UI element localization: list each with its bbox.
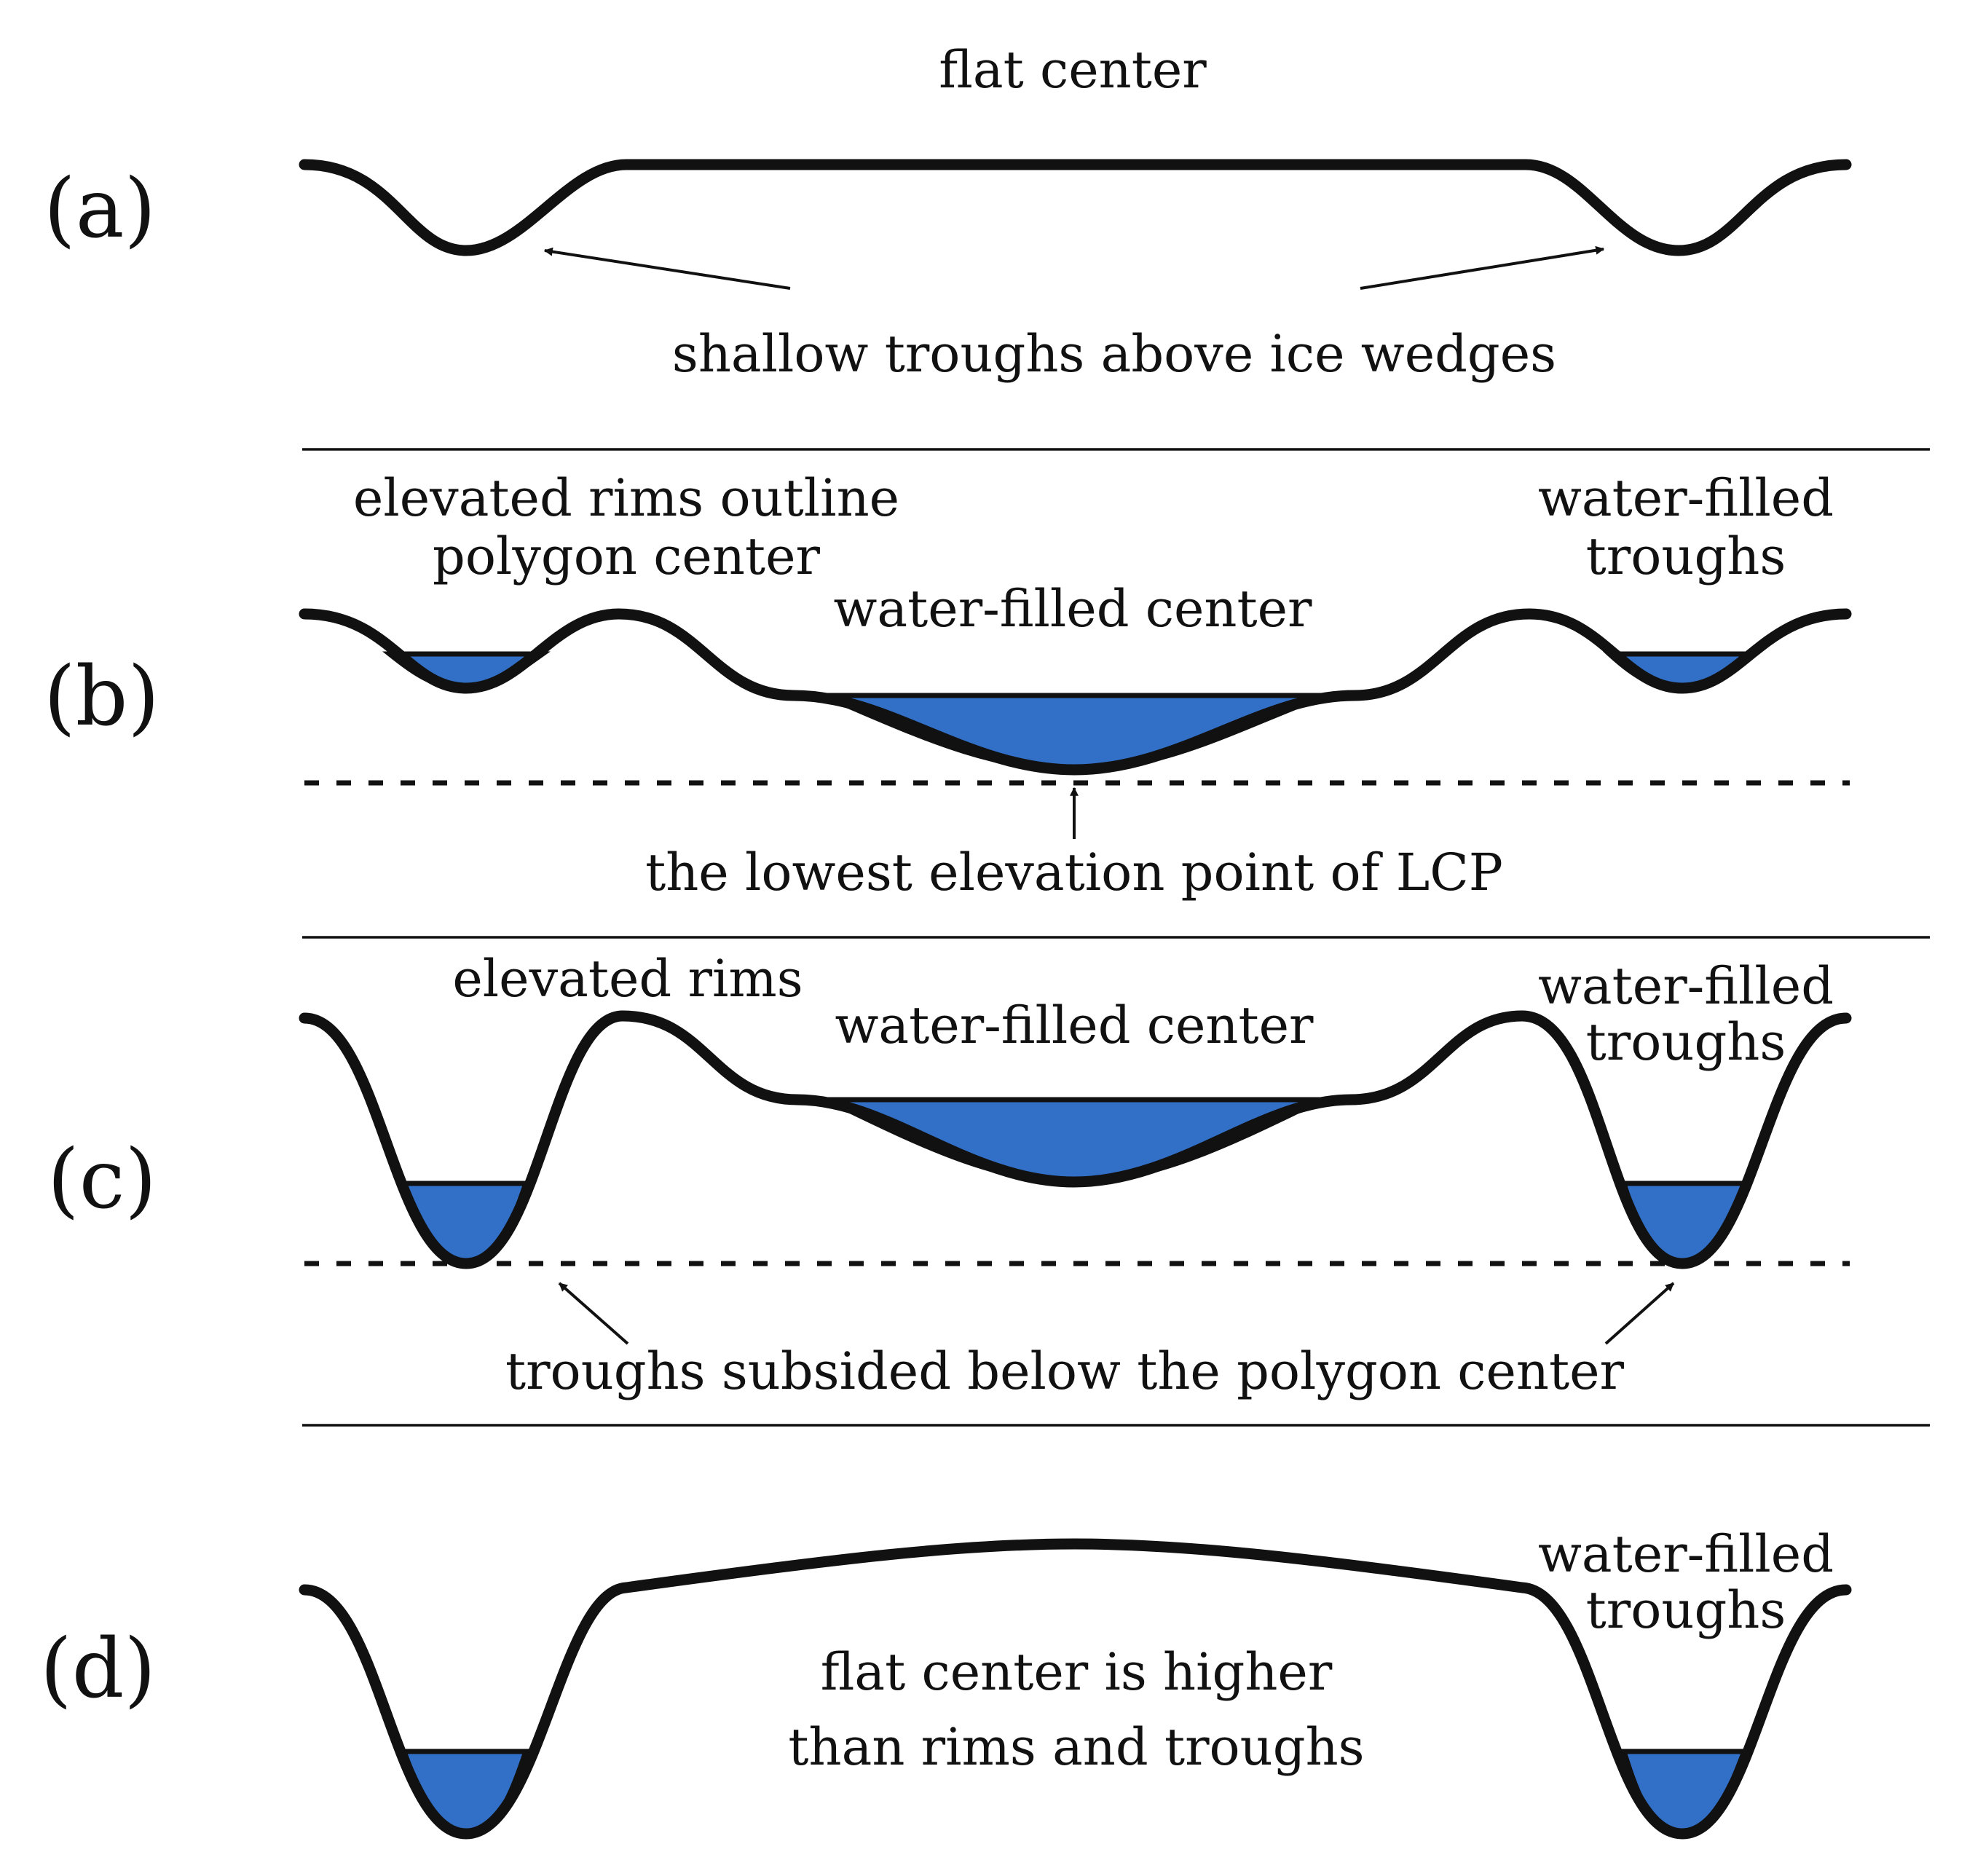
panel-b-rims-label-line2: polygon center [433,527,820,586]
panel-d: (d) water-filled troughs flat center is … [40,1524,1852,1840]
panel-b-center-water [821,693,1327,773]
panel-c: (c) elevated rims water-filled center wa… [47,949,1852,1401]
panel-d-label: (d) [40,1622,156,1717]
panel-a-bottom-label: shallow troughs above ice wedges [672,324,1556,384]
panel-b-center-label: water-filled center [833,579,1312,639]
panel-d-troughs-label-line2: troughs [1586,1580,1786,1640]
panel-b-bottom-label: the lowest elevation point of LCP [645,843,1503,902]
panel-d-center-label-line1: flat center is higher [821,1642,1333,1702]
panel-a: (a) flat center shallow troughs above ic… [44,40,1852,384]
panel-c-left-arrow [558,1282,629,1345]
panel-d-ground-profile [299,1538,1852,1840]
panel-a-top-label: flat center [939,40,1207,100]
panel-b-label: (b) [44,650,159,744]
panel-c-rims-label: elevated rims [452,949,803,1009]
panel-c-ground-profile [299,1010,1852,1269]
panel-a-left-arrow [543,247,791,290]
panel-d-center-label-line2: than rims and troughs [788,1717,1364,1777]
panel-c-right-arrow [1604,1282,1675,1345]
panel-c-label: (c) [47,1132,157,1227]
panel-b: (b) elevated rims outline polygon center… [44,468,1852,902]
panel-c-troughs-label-line1: water-filled [1538,956,1834,1016]
panel-b-rims-label-line1: elevated rims outline [353,468,899,528]
panel-b-ground-profile [299,608,1852,776]
panel-c-center-label: water-filled center [835,996,1314,1055]
panel-d-troughs-label-line1: water-filled [1538,1524,1834,1584]
panel-c-bottom-label: troughs subsided below the polygon cente… [505,1341,1625,1401]
panel-a-right-arrow [1360,245,1605,290]
panel-b-troughs-label-line2: troughs [1586,527,1786,586]
panel-a-ground-profile [299,159,1852,256]
panel-c-troughs-label-line2: troughs [1586,1012,1786,1072]
panel-b-troughs-label-line1: water-filled [1538,468,1834,528]
panel-a-label: (a) [44,162,156,256]
panel-c-center-water [825,1097,1323,1185]
